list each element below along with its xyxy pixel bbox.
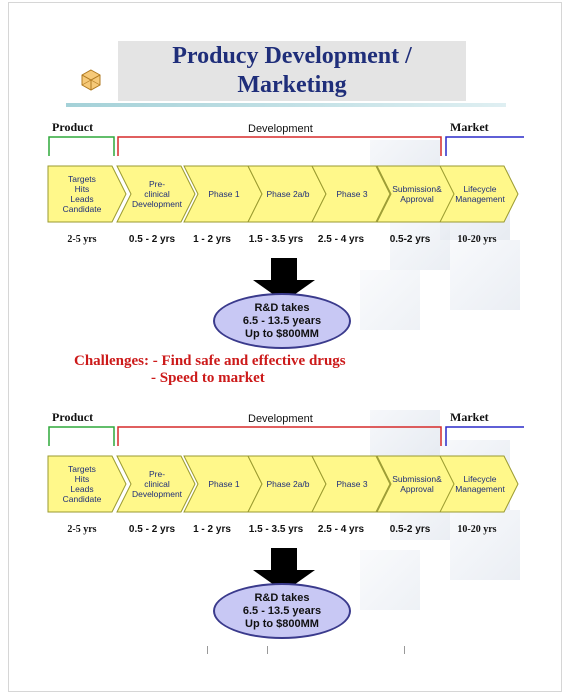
product-label: Product	[52, 120, 94, 134]
phase-duration: 0.5 - 2 yrs	[128, 524, 176, 535]
hexagon-logo-icon	[81, 69, 101, 91]
summary-line: R&D takes	[254, 301, 310, 314]
phase-chevron	[311, 165, 391, 223]
pipeline-chevrons	[47, 136, 524, 302]
summary-line: Up to $800MM	[245, 327, 319, 340]
phase-duration: 2.5 - 4 yrs	[317, 234, 365, 245]
title-banner	[118, 41, 466, 101]
page-title-line-1: Producy Development /	[172, 43, 412, 69]
development-label: Development	[248, 413, 313, 425]
phase-duration: 0.5-2 yrs	[389, 524, 431, 535]
phase-name: Pre- clinical Development	[131, 469, 183, 499]
phase-chevron	[47, 455, 127, 513]
market-bracket	[445, 426, 524, 446]
challenges-line-1: Challenges: - Find safe and effective dr…	[74, 353, 346, 369]
phase-name: Lifecycle Management	[455, 184, 505, 204]
phase-name: Pre- clinical Development	[131, 179, 183, 209]
title-underline	[66, 103, 506, 107]
market-label: Market	[450, 410, 489, 424]
phase-name: Phase 3	[336, 189, 368, 199]
pipeline-chevrons	[47, 426, 524, 592]
product-label: Product	[52, 410, 94, 424]
product-bracket	[48, 426, 115, 446]
phase-duration: 10-20 yrs	[457, 524, 497, 535]
phase-name: Phase 1	[208, 189, 240, 199]
development-label: Development	[248, 123, 313, 135]
summary-line: 6.5 - 13.5 years	[242, 604, 322, 617]
phase-duration: 2-5 yrs	[67, 524, 97, 535]
footer-tick	[207, 646, 208, 654]
phase-duration: 0.5 - 2 yrs	[128, 234, 176, 245]
phase-name: Targets Hits Leads Candidate	[62, 174, 102, 214]
phase-name: Submission& Approval	[392, 474, 442, 494]
development-bracket	[117, 136, 442, 156]
page-title-line-2: Marketing	[237, 72, 347, 98]
phase-duration: 2.5 - 4 yrs	[317, 524, 365, 535]
phase-chevron	[439, 165, 519, 223]
footer-tick	[404, 646, 405, 654]
phase-chevron	[116, 455, 196, 513]
phase-duration: 2-5 yrs	[67, 234, 97, 245]
phase-chevron	[116, 165, 196, 223]
phase-chevron	[311, 455, 391, 513]
phase-name: Phase 3	[336, 479, 368, 489]
down-arrow-icon	[253, 548, 315, 592]
phase-duration: 1 - 2 yrs	[193, 524, 231, 535]
phase-duration: 10-20 yrs	[457, 234, 497, 245]
phase-chevron	[439, 455, 519, 513]
phase-name: Submission& Approval	[392, 184, 442, 204]
phase-chevron	[47, 165, 127, 223]
product-bracket	[48, 136, 115, 156]
phase-duration: 1.5 - 3.5 yrs	[248, 524, 304, 535]
summary-line: R&D takes	[254, 591, 310, 604]
summary-line: Up to $800MM	[245, 617, 319, 630]
footer-tick	[267, 646, 268, 654]
phase-name: Phase 2a/b	[266, 479, 310, 489]
development-bracket	[117, 426, 442, 446]
market-label: Market	[450, 120, 489, 134]
phase-name: Phase 2a/b	[266, 189, 310, 199]
market-bracket	[445, 136, 524, 156]
phase-name: Targets Hits Leads Candidate	[62, 464, 102, 504]
phase-duration: 1 - 2 yrs	[193, 234, 231, 245]
phase-name: Phase 1	[208, 479, 240, 489]
challenges-line-2: - Speed to market	[151, 370, 265, 386]
phase-name: Lifecycle Management	[455, 474, 505, 494]
phase-duration: 1.5 - 3.5 yrs	[248, 234, 304, 245]
down-arrow-icon	[253, 258, 315, 302]
phase-duration: 0.5-2 yrs	[389, 234, 431, 245]
summary-line: 6.5 - 13.5 years	[242, 314, 322, 327]
